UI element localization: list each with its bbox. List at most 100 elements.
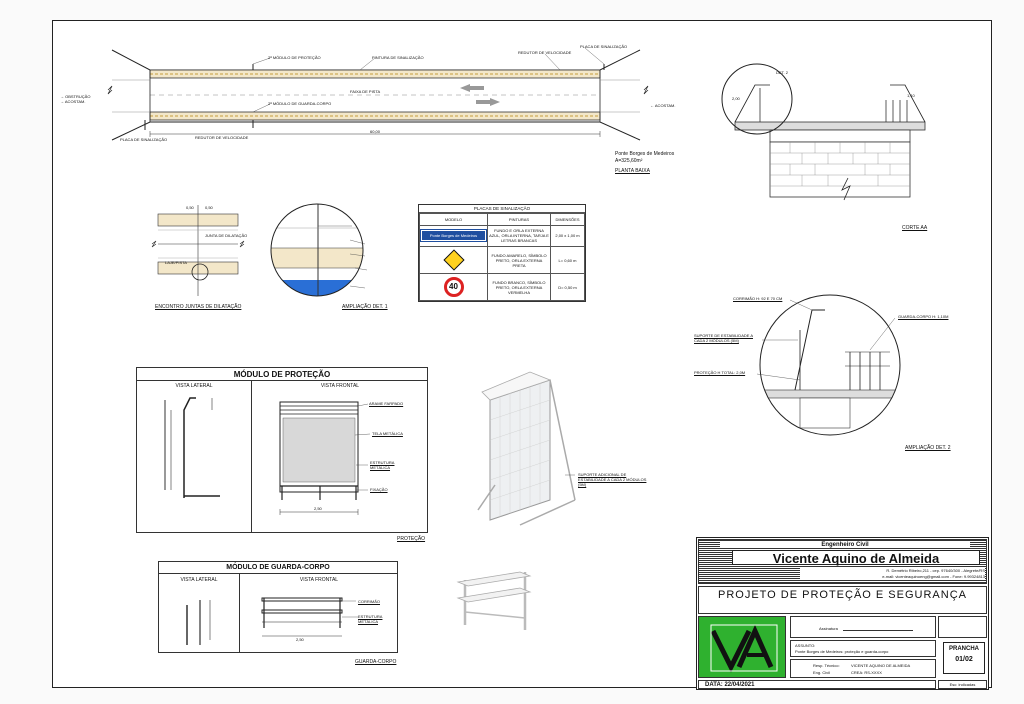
placas-title: PLACAS DE SINALIZAÇÃO [419,205,585,213]
corte-h1: 2,00 [732,96,740,101]
title-escala: Esc: indicadas [949,682,976,687]
sign-yellow-warning-icon [442,249,465,271]
placas-header-pinturas: PINTURAS [487,213,551,226]
modulo-protecao-title: MÓDULO DE PROTEÇÃO [137,368,427,381]
placas-header-dimensoes: DIMENSÕES [550,213,585,226]
placas-paint-2: FUNDO BRANCO, SÍMBOLO PRETO, ORLA EXTERN… [487,273,551,301]
label-guarda-corpo: 2ª MÓDULO DE GUARDA-CORPO [268,101,332,106]
dim-total: 60,00 [370,129,381,134]
label-pintura: PINTURA DE SINALIZAÇÃO [372,55,424,60]
modulo-guarda-panel: MÓDULO DE GUARDA-CORPO VISTA LATERAL VIS… [158,561,398,653]
label-placa-bottom: PLACA DE SINALIZAÇÃO [120,137,168,142]
guarda-estrutura: ESTRUTURA METÁLICA [358,614,383,624]
signature-line [843,630,913,631]
label-redutor-bottom: REDUTOR DE VELOCIDADE [195,135,249,140]
placas-paint-1: FUNDO AMARELO, SÍMBOLO PRETO, ORLA EXTER… [487,245,551,275]
encontro-junta: JUNTA DE DILATAÇÃO [205,233,248,238]
det2-protecao: PROTEÇÃO H TOTAL: 2,0M [694,370,746,375]
blank-cell [938,616,987,638]
placas-dim-2: D= 0,50 m [550,273,585,301]
title-role: Engenheiro Civil [720,542,970,548]
protecao-tela: TELA METÁLICA [372,431,403,436]
corte-title: CORTE AA [902,225,928,231]
encontro-title: ENCONTRO JUNTAS DE DILATAÇÃO [155,304,242,310]
title-engineer-name: Vicente Aquino de Almeida [732,550,980,566]
title-project-cell: PROJETO DE PROTEÇÃO E SEGURANÇA [698,586,987,614]
placas-row: 40 FUNDO BRANCO, SÍMBOLO PRETO, ORLA EXT… [419,273,585,301]
guarda-dim: 2,50 [296,637,304,642]
title-prancha: 01/02 [955,656,973,663]
title-resp: VICENTE AQUINO DE ALMEIDA [851,663,911,668]
date-cell: DATA: 22/04/2021 [698,680,936,689]
corte-det-label: DET. 2 [776,70,789,75]
label-redutor-top: REDUTOR DE VELOCIDADE [518,50,572,55]
title-prancha-label: PRANCHA [949,646,979,652]
escala-cell: Esc: indicadas [938,680,987,689]
corte-h2: 1,10 [907,93,915,98]
label-placa-top: PLACA DE SINALIZAÇÃO [580,44,628,49]
prancha-cell: PRANCHA 01/02 [943,642,985,674]
modulo-guarda-title: MÓDULO DE GUARDA-CORPO [159,562,397,574]
planta-right-note: ← ACOSTAM. [650,103,676,108]
det2-corrimao: CORRIMÃO H: 92 E 70 CM [733,296,783,301]
modulo-protecao-divider [251,381,252,533]
label-faixa: FAIXA DE PISTA [350,89,381,94]
encontro-d2: 0,50 [205,205,213,210]
det2-suporte: SUPORTE DE ESTABILIDADE A CADA 2 MÓDULOS… [694,333,753,343]
title-assinatura: Assinatura [819,626,838,631]
title-project: PROJETO DE PROTEÇÃO E SEGURANÇA [717,589,967,601]
title-crea: CREA: RS-XXXX [851,670,882,675]
guarda-caption: GUARDA-CORPO [355,659,397,665]
iso-suporte: SUPORTE ADICIONAL DE ESTABILIDADE A CADA… [578,472,647,487]
planta-title: PLANTA BAIXA [615,168,650,174]
planta-left-note: → OBSTRUÇÃO → ACOSTAM. [60,94,91,104]
modulo-guarda-divider [239,574,240,653]
title-eng-label: Eng. Civil [813,670,830,675]
title-email: e-mail: vicenteaquinoeng@gmail.com - Fon… [800,574,985,579]
sign-blue-bridge: Ponte Borges de Medeiros [420,229,487,243]
signature-cell: Assinatura [790,616,936,638]
title-logo-cell: VA [698,616,786,678]
title-contact: R. Demétrio Ribeiro,211 - cep. 97640/300… [800,568,985,573]
placas-table: PLACAS DE SINALIZAÇÃO MODELO PINTURAS DI… [418,204,586,302]
modulo-guarda-frontal: VISTA FRONTAL [299,577,339,583]
ampliacao1-title: AMPLIAÇÃO DET. 1 [342,304,388,310]
protecao-arame: ARAME FARPADO [369,401,404,406]
placas-dim-1: L= 0,60 m [550,245,585,275]
title-date: DATA: 22/04/2021 [705,682,755,688]
protecao-caption: PROTEÇÃO [397,536,426,542]
title-resp-label: Resp. Técnico: [813,663,840,668]
title-assunto: Ponte Borges de Medeiros: proteção e gua… [795,649,889,654]
sign-speed-limit: 40 [443,277,464,298]
modulo-guarda-lateral: VISTA LATERAL [180,577,218,583]
title-assunto-label: ASSUNTO: [795,643,816,648]
protecao-fixacao: FIXAÇÃO [370,487,388,492]
placas-header-modelo: MODELO [419,213,488,226]
encontro-d1: 0,50 [186,205,194,210]
label-modulo-protecao: 2ª MÓDULO DE PROTEÇÃO [268,55,321,60]
va-logo-icon [710,624,778,673]
planta-area: A=325,60m² [615,158,643,164]
modulo-protecao-lateral: VISTA LATERAL [175,383,213,389]
guarda-corrimao: CORRIMÃO [358,599,380,604]
modulo-protecao-frontal: VISTA FRONTAL [320,383,360,389]
protecao-estrutura: ESTRUTURA METÁLICA [370,460,395,470]
assunto-cell: ASSUNTO: Ponte Borges de Medeiros: prote… [790,640,936,657]
placas-row: FUNDO AMARELO, SÍMBOLO PRETO, ORLA EXTER… [419,245,585,275]
resp-cell: Resp. Técnico: VICENTE AQUINO DE ALMEIDA… [790,659,936,678]
protecao-dim: 2,50 [314,506,322,511]
det2-guarda: GUARDA-CORPO H: 1,10M [898,314,949,319]
ampliacao2-title: AMPLIAÇÃO DET. 2 [905,445,951,451]
encontro-laje: LAJE/PISTA [165,260,187,265]
planta-source: Ponte Borges de Medeiros [615,151,675,157]
